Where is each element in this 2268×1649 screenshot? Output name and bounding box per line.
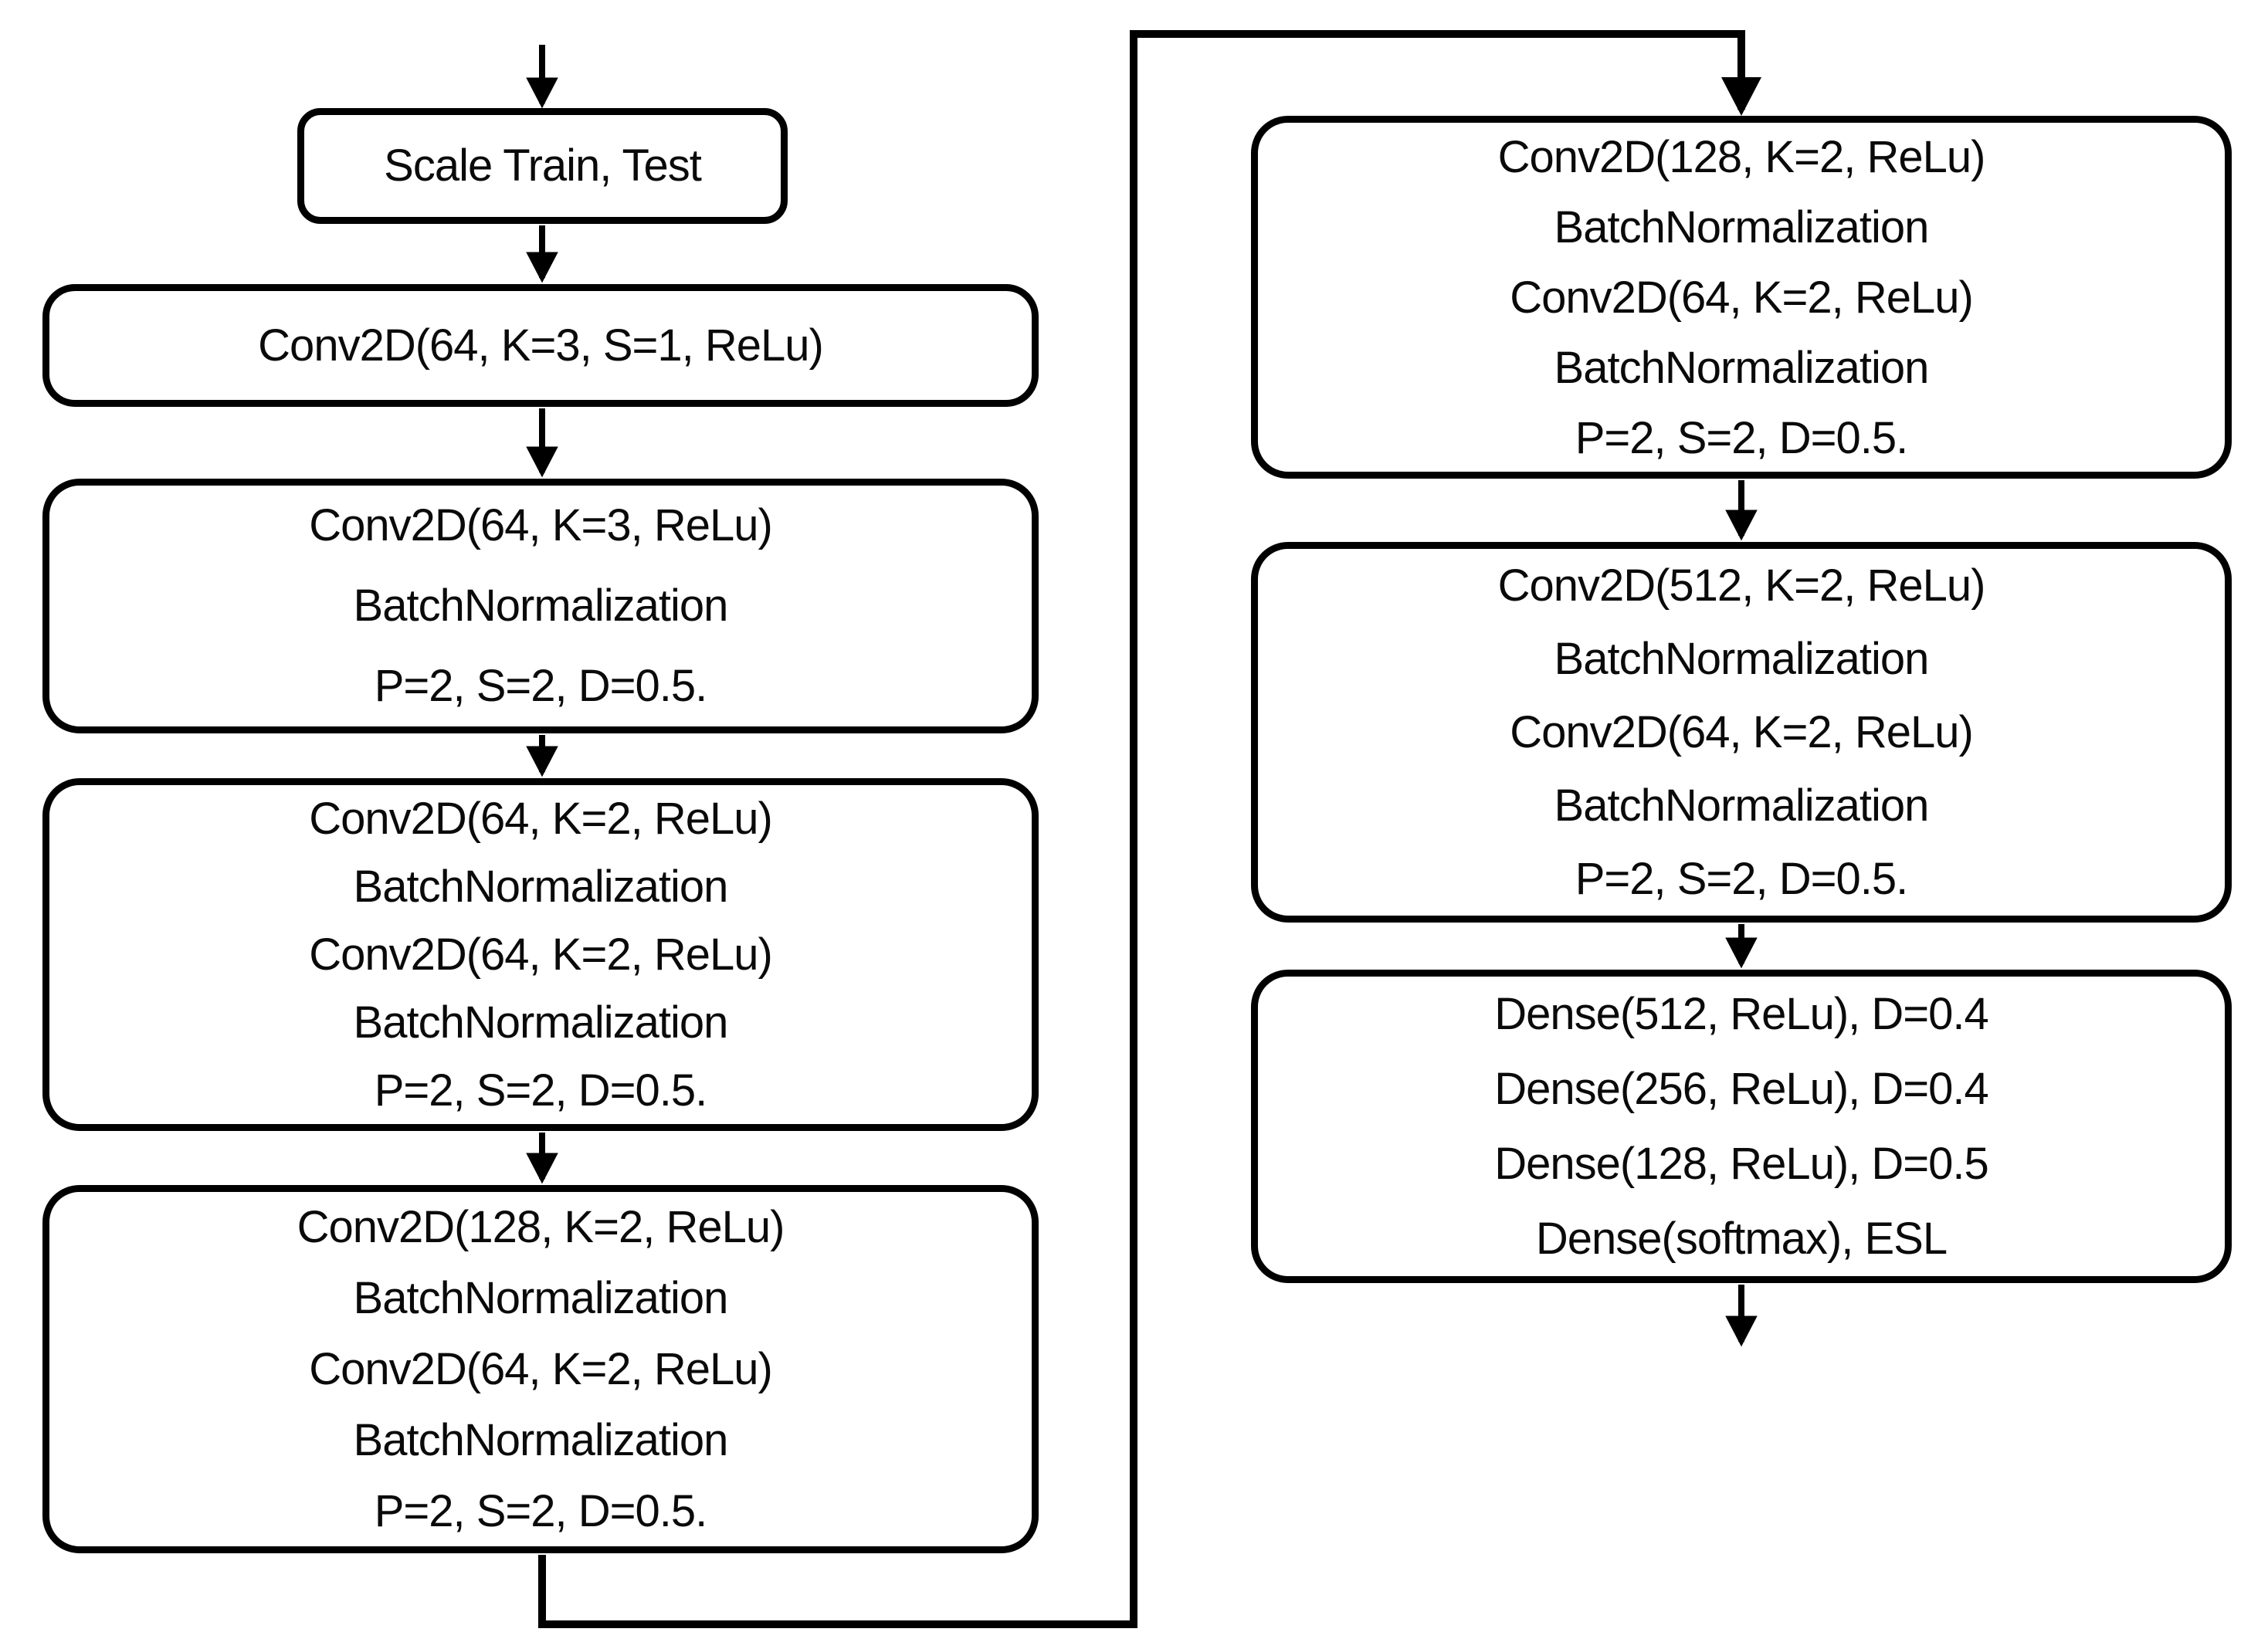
node-text-line: Conv2D(128, K=2, ReLu) bbox=[297, 1201, 785, 1252]
node-text-line: Dense(softmax), ESL bbox=[1535, 1214, 1948, 1264]
node-conv-block-4: Conv2D(128, K=2, ReLu) BatchNormalizatio… bbox=[1251, 116, 2232, 479]
node-text-line: BatchNormalization bbox=[353, 997, 729, 1048]
node-text-line: BatchNormalization bbox=[353, 581, 729, 631]
node-text-line: Conv2D(64, K=2, ReLu) bbox=[1510, 272, 1974, 323]
node-conv-block-3: Conv2D(128, K=2, ReLu) BatchNormalizatio… bbox=[42, 1185, 1039, 1553]
node-conv-block-2: Conv2D(64, K=2, ReLu) BatchNormalization… bbox=[42, 778, 1039, 1131]
node-text-line: Conv2D(64, K=2, ReLu) bbox=[1510, 707, 1974, 757]
node-conv-input-block: Conv2D(64, K=3, S=1, ReLu) bbox=[42, 284, 1039, 407]
node-conv-block-1: Conv2D(64, K=3, ReLu) BatchNormalization… bbox=[42, 479, 1039, 733]
node-text-line: BatchNormalization bbox=[353, 1272, 729, 1323]
node-text-line: P=2, S=2, D=0.5. bbox=[374, 1485, 708, 1536]
node-text-line: BatchNormalization bbox=[1554, 780, 1930, 831]
node-text-line: Conv2D(64, K=3, S=1, ReLu) bbox=[258, 320, 824, 371]
node-text-line: Conv2D(64, K=3, ReLu) bbox=[309, 500, 773, 550]
node-text-line: Dense(512, ReLu), D=0.4 bbox=[1494, 989, 1989, 1039]
node-text-line: Dense(256, ReLu), D=0.4 bbox=[1494, 1064, 1989, 1114]
node-text-line: Conv2D(128, K=2, ReLu) bbox=[1497, 131, 1986, 182]
node-text-line: BatchNormalization bbox=[353, 1414, 729, 1465]
node-text-line: P=2, S=2, D=0.5. bbox=[1575, 412, 1909, 463]
node-text-line: Conv2D(512, K=2, ReLu) bbox=[1497, 560, 1986, 611]
node-text-line: P=2, S=2, D=0.5. bbox=[1575, 854, 1909, 904]
node-text-line: BatchNormalization bbox=[1554, 201, 1930, 252]
node-conv-block-5: Conv2D(512, K=2, ReLu) BatchNormalizatio… bbox=[1251, 542, 2232, 923]
node-dense-block: Dense(512, ReLu), D=0.4 Dense(256, ReLu)… bbox=[1251, 970, 2232, 1283]
node-text-line: BatchNormalization bbox=[1554, 634, 1930, 684]
node-text-line: BatchNormalization bbox=[1554, 342, 1930, 393]
node-text-line: Conv2D(64, K=2, ReLu) bbox=[309, 1343, 773, 1394]
node-text-line: Scale Train, Test bbox=[384, 141, 702, 191]
node-text-line: Conv2D(64, K=2, ReLu) bbox=[309, 793, 773, 844]
node-scale-train-test: Scale Train, Test bbox=[297, 108, 788, 224]
node-text-line: P=2, S=2, D=0.5. bbox=[374, 661, 708, 711]
node-text-line: Dense(128, ReLu), D=0.5 bbox=[1494, 1139, 1989, 1189]
node-text-line: BatchNormalization bbox=[353, 861, 729, 912]
node-text-line: Conv2D(64, K=2, ReLu) bbox=[309, 929, 773, 980]
node-text-line: P=2, S=2, D=0.5. bbox=[374, 1065, 708, 1116]
